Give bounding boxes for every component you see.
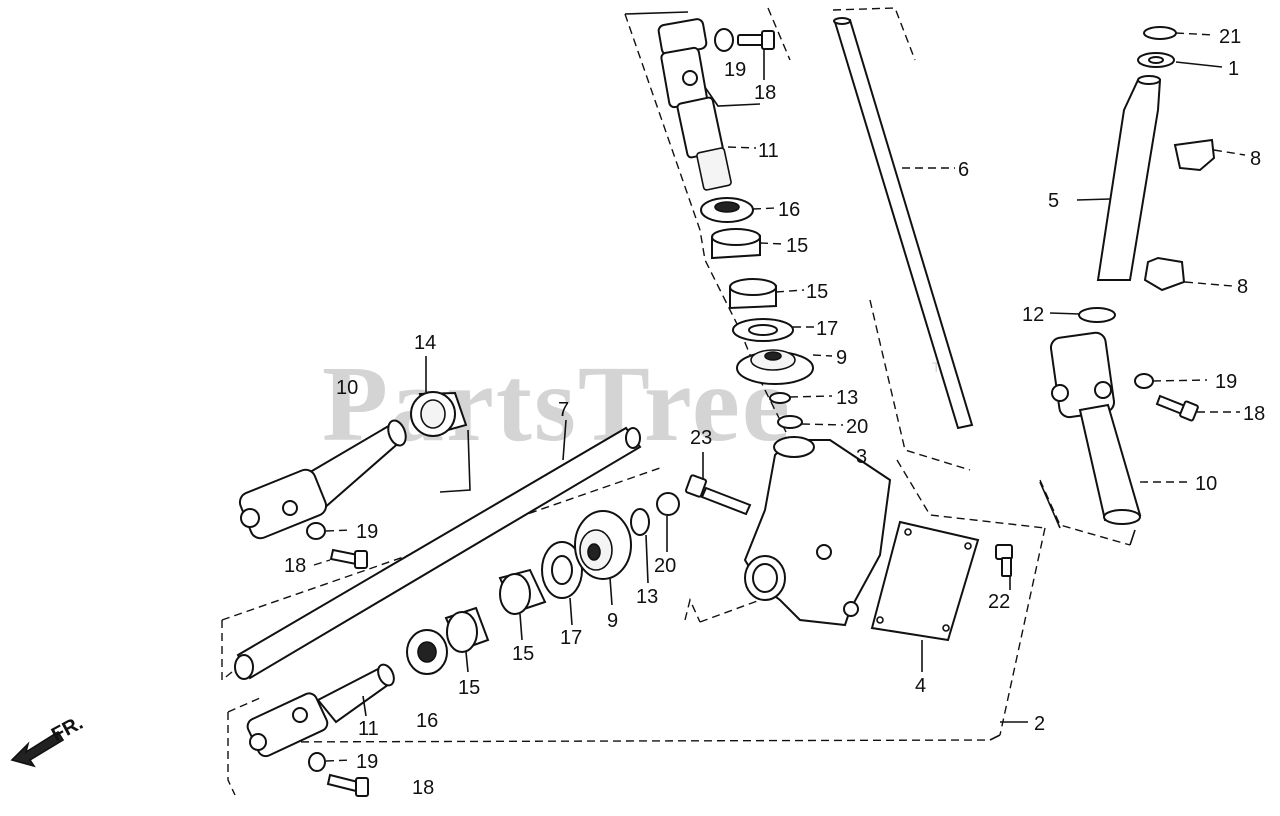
callout-19-top: 19 <box>724 59 746 81</box>
upper-bolt-18 <box>737 30 775 50</box>
callout-7: 7 <box>558 399 569 421</box>
washer-13-lower <box>630 508 650 536</box>
washer-17-lower <box>541 541 583 599</box>
gearbox-case-3 <box>743 436 892 627</box>
callout-1: 1 <box>1228 58 1239 80</box>
right-universal-joint-10 <box>1049 331 1142 525</box>
callout-18-right: 18 <box>1243 403 1265 425</box>
callout-17-top: 17 <box>816 318 838 340</box>
callout-19-bottom: 19 <box>356 751 378 773</box>
washer-19-right <box>1134 373 1154 389</box>
cover-plate-4 <box>870 520 980 642</box>
callout-8-top: 8 <box>1250 148 1261 170</box>
callout-15-bottom-b: 15 <box>458 677 480 699</box>
callout-21: 21 <box>1219 26 1241 48</box>
bolt-18-left <box>329 548 368 569</box>
callout-13-top: 13 <box>836 387 858 409</box>
callout-15-top-a: 15 <box>786 235 808 257</box>
callout-13-bottom: 13 <box>636 586 658 608</box>
bearing-15-lower-a <box>498 568 547 615</box>
left-universal-joint-10 <box>238 419 407 540</box>
clip-20-lower <box>656 492 680 516</box>
bearing-15-lower-b <box>444 606 490 653</box>
callout-11-top: 11 <box>758 140 779 162</box>
callout-4: 4 <box>915 675 926 697</box>
callout-9-bottom: 9 <box>607 610 618 632</box>
bolt-18-right <box>1155 394 1199 422</box>
bearing-14 <box>410 391 468 437</box>
lower-universal-joint-11 <box>246 663 395 758</box>
clip-21 <box>1143 26 1177 40</box>
leader-lines <box>313 32 1246 762</box>
washer-19-lower <box>308 752 326 772</box>
bolt-23 <box>684 474 752 516</box>
callout-12: 12 <box>1022 304 1044 326</box>
callout-5: 5 <box>1048 190 1059 212</box>
washer-1 <box>1137 52 1175 68</box>
washer-17-top <box>732 318 794 342</box>
callout-15-bottom-a: 15 <box>512 643 534 665</box>
callout-3: 3 <box>856 446 867 468</box>
bevel-gear-9-lower <box>574 510 632 580</box>
nut-8-top <box>1173 138 1216 172</box>
callout-17-bottom: 17 <box>560 627 582 649</box>
upper-washer-19 <box>714 28 734 52</box>
upper-universal-joint <box>657 18 732 191</box>
callout-20-top: 20 <box>846 416 868 438</box>
callout-23: 23 <box>690 427 712 449</box>
callout-22: 22 <box>988 591 1010 613</box>
bolt-22 <box>995 544 1013 577</box>
callout-10-right: 10 <box>1195 473 1217 495</box>
callout-20-bottom: 20 <box>654 555 676 577</box>
callout-10-left: 10 <box>336 377 358 399</box>
callout-18-left: 18 <box>284 555 306 577</box>
callout-16-top: 16 <box>778 199 800 221</box>
callout-9-top: 9 <box>836 347 847 369</box>
bearing-15-top-b <box>729 278 777 310</box>
callout-14: 14 <box>414 332 436 354</box>
callout-11-bottom: 11 <box>358 718 379 740</box>
bevel-gear-9-top <box>736 349 814 385</box>
callout-18-bottom: 18 <box>412 777 434 799</box>
callout-labels: 21 1 8 5 8 12 19 18 10 6 19 18 11 16 15 … <box>284 26 1265 799</box>
bolt-18-lower <box>326 773 369 797</box>
callout-15-top-b: 15 <box>806 281 828 303</box>
seal-16-top <box>700 197 754 223</box>
callout-16-bottom: 16 <box>416 710 438 732</box>
callout-18-top: 18 <box>754 82 776 104</box>
bearing-15-top-a <box>711 228 761 260</box>
callout-2: 2 <box>1034 713 1045 735</box>
nut-8-bottom <box>1143 256 1186 292</box>
washer-13-top <box>769 392 791 404</box>
front-direction-arrow <box>10 730 65 768</box>
callout-8-bottom: 8 <box>1237 276 1248 298</box>
seal-16-lower <box>406 629 448 675</box>
washer-12 <box>1078 307 1116 323</box>
callout-6: 6 <box>958 159 969 181</box>
callout-19-left: 19 <box>356 521 378 543</box>
shaft-6 <box>833 17 974 430</box>
clip-20-top <box>777 415 803 429</box>
callout-19-right: 19 <box>1215 371 1237 393</box>
shaft-5 <box>1096 75 1162 281</box>
shaft-7 <box>234 426 642 680</box>
washer-19-left <box>306 522 326 540</box>
